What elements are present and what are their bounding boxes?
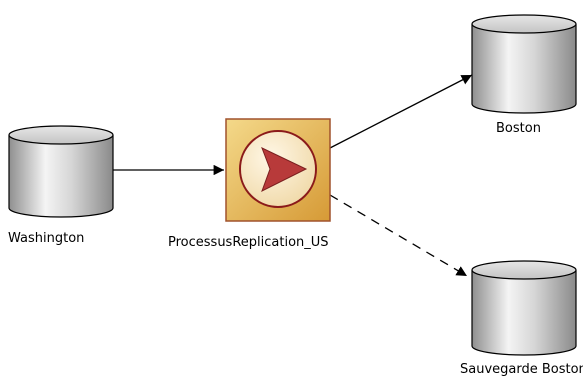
washington-database-icon[interactable] xyxy=(8,125,114,218)
edge-process-to-boston[interactable] xyxy=(329,74,473,149)
edge-process-to-backup[interactable] xyxy=(329,194,468,277)
backup-database-icon[interactable] xyxy=(471,260,577,356)
boston-label: Boston xyxy=(496,121,541,136)
replication-process-icon[interactable] xyxy=(225,118,331,222)
process-label: ProcessusReplication_US xyxy=(168,235,329,250)
washington-label: Washington xyxy=(8,231,85,246)
boston-database-icon[interactable] xyxy=(471,14,577,114)
backup-label: Sauvegarde Boston xyxy=(460,362,583,377)
